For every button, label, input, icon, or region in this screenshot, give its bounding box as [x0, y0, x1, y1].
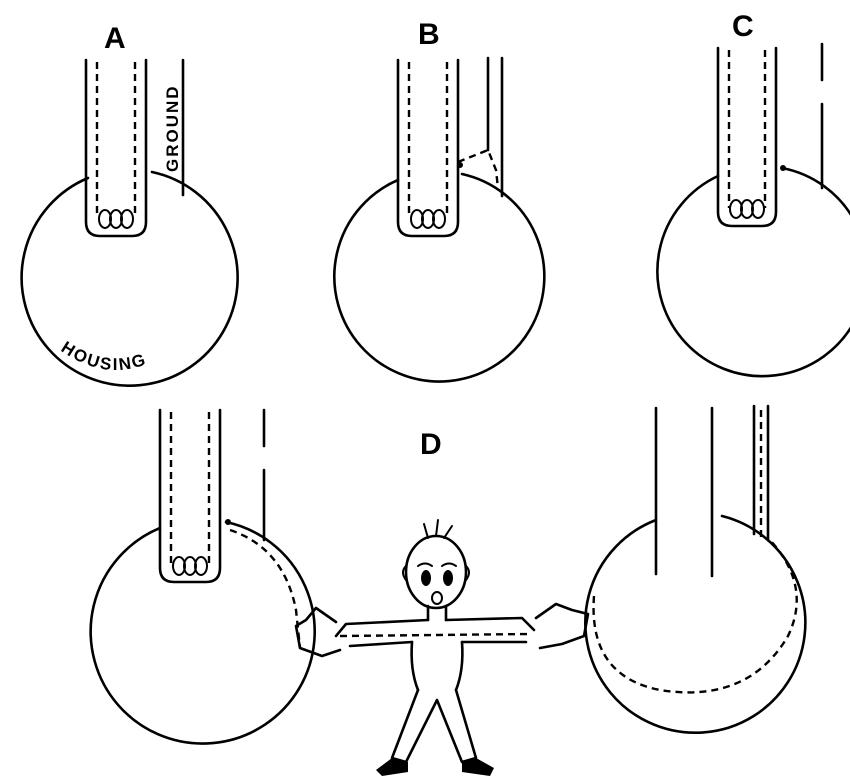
person-mouth: [432, 592, 442, 604]
person-head: [406, 536, 466, 608]
panel-d-left-current-path: [230, 530, 300, 648]
panel-b-fault-path: [458, 150, 498, 188]
panel-c-windings: [730, 200, 764, 218]
person-right-shoe: [462, 758, 494, 776]
panel-b-label: B: [418, 18, 440, 51]
panel-b-housing: [334, 174, 544, 382]
person-arms: [336, 618, 534, 646]
panel-a-windings: [99, 210, 133, 228]
panel-d: D: [91, 406, 806, 776]
panel-d-left-housing: [91, 522, 315, 744]
panel-d-label: D: [420, 428, 442, 461]
panel-d-left-windings: [173, 557, 207, 575]
person-legs: [392, 690, 476, 762]
person-eyebrows: [418, 564, 456, 567]
person-right-hand: [536, 604, 588, 648]
panel-d-right-housing: [585, 516, 805, 733]
person-left-hand: [296, 608, 340, 656]
panel-a-housing: [22, 172, 238, 386]
panel-b-short-point: [457, 162, 463, 168]
person-left-eye: [421, 570, 431, 586]
person-torso: [412, 642, 463, 690]
panel-a: A GROUND HOUSING: [22, 22, 238, 386]
panel-c: C: [657, 10, 850, 376]
panel-c-label: C: [732, 10, 754, 43]
panel-d-left-short-point: [225, 519, 231, 525]
person-ears: [403, 566, 469, 580]
person-right-eye: [443, 570, 453, 586]
panel-b: B: [334, 18, 544, 382]
person-figure: [296, 520, 588, 776]
ground-label: GROUND: [163, 84, 182, 172]
panel-d-right-current-path: [594, 540, 797, 692]
person-current-path: [340, 634, 530, 636]
panel-a-label: A: [104, 22, 126, 55]
panel-c-housing: [657, 168, 850, 376]
panel-b-windings: [411, 210, 445, 228]
panel-c-short-point: [780, 165, 786, 171]
